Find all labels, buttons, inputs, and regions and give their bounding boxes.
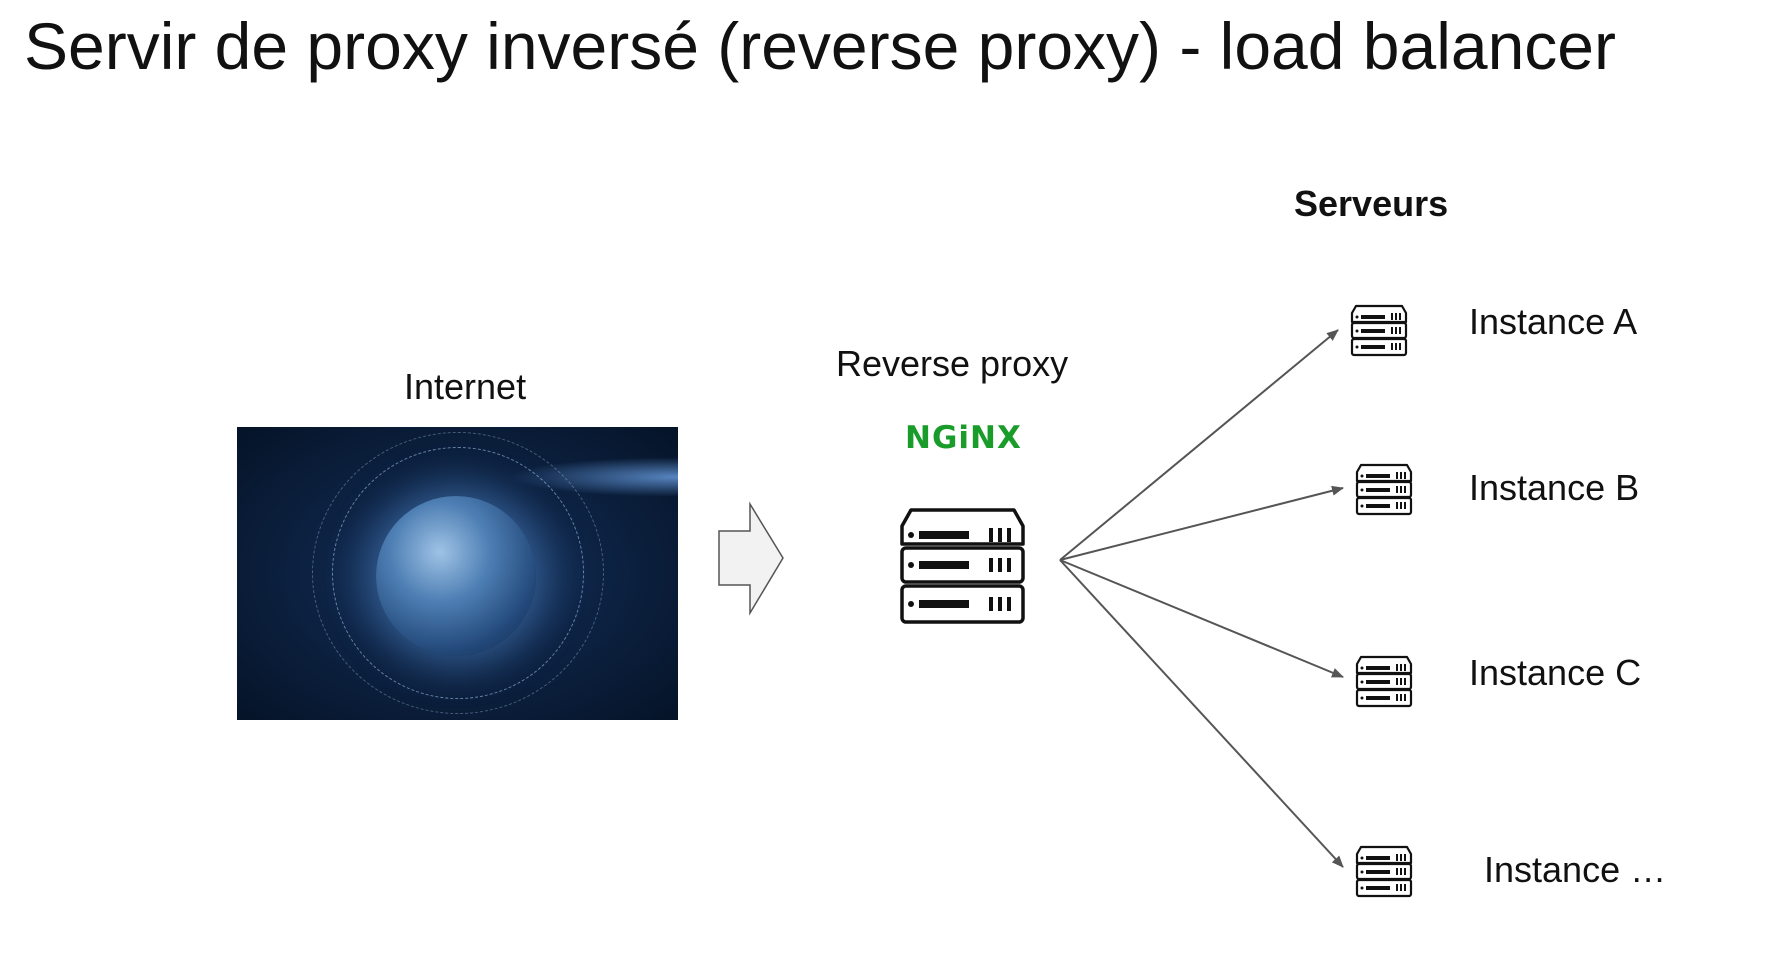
internet-label: Internet xyxy=(404,366,527,407)
instance-c-label: Instance C xyxy=(1469,652,1642,693)
connector-instance-a xyxy=(1059,329,1339,561)
network-ring-outer xyxy=(312,432,604,714)
instance-more-server-icon xyxy=(1355,845,1413,898)
instance-b-server-icon xyxy=(1355,463,1413,516)
connector-instance-more xyxy=(1059,559,1344,868)
servers-heading: Serveurs xyxy=(1294,183,1449,224)
connector-instance-c xyxy=(1059,559,1344,678)
proxy-server-icon xyxy=(900,508,1025,624)
instance-a-server-icon xyxy=(1350,304,1408,357)
slide-title: Servir de proxy inversé (reverse proxy) … xyxy=(24,9,1616,83)
instance-b-label: Instance B xyxy=(1469,467,1640,508)
reverse-proxy-label: Reverse proxy xyxy=(836,343,1069,384)
internet-globe-image xyxy=(237,427,678,720)
block-arrow xyxy=(718,501,784,616)
instance-more-label: Instance … xyxy=(1484,849,1667,890)
connector-instance-b xyxy=(1059,485,1344,561)
nginx-logo: NGiNX xyxy=(905,420,1022,456)
globe-icon xyxy=(376,496,536,656)
instance-a-label: Instance A xyxy=(1469,301,1638,342)
instance-c-server-icon xyxy=(1355,655,1413,708)
